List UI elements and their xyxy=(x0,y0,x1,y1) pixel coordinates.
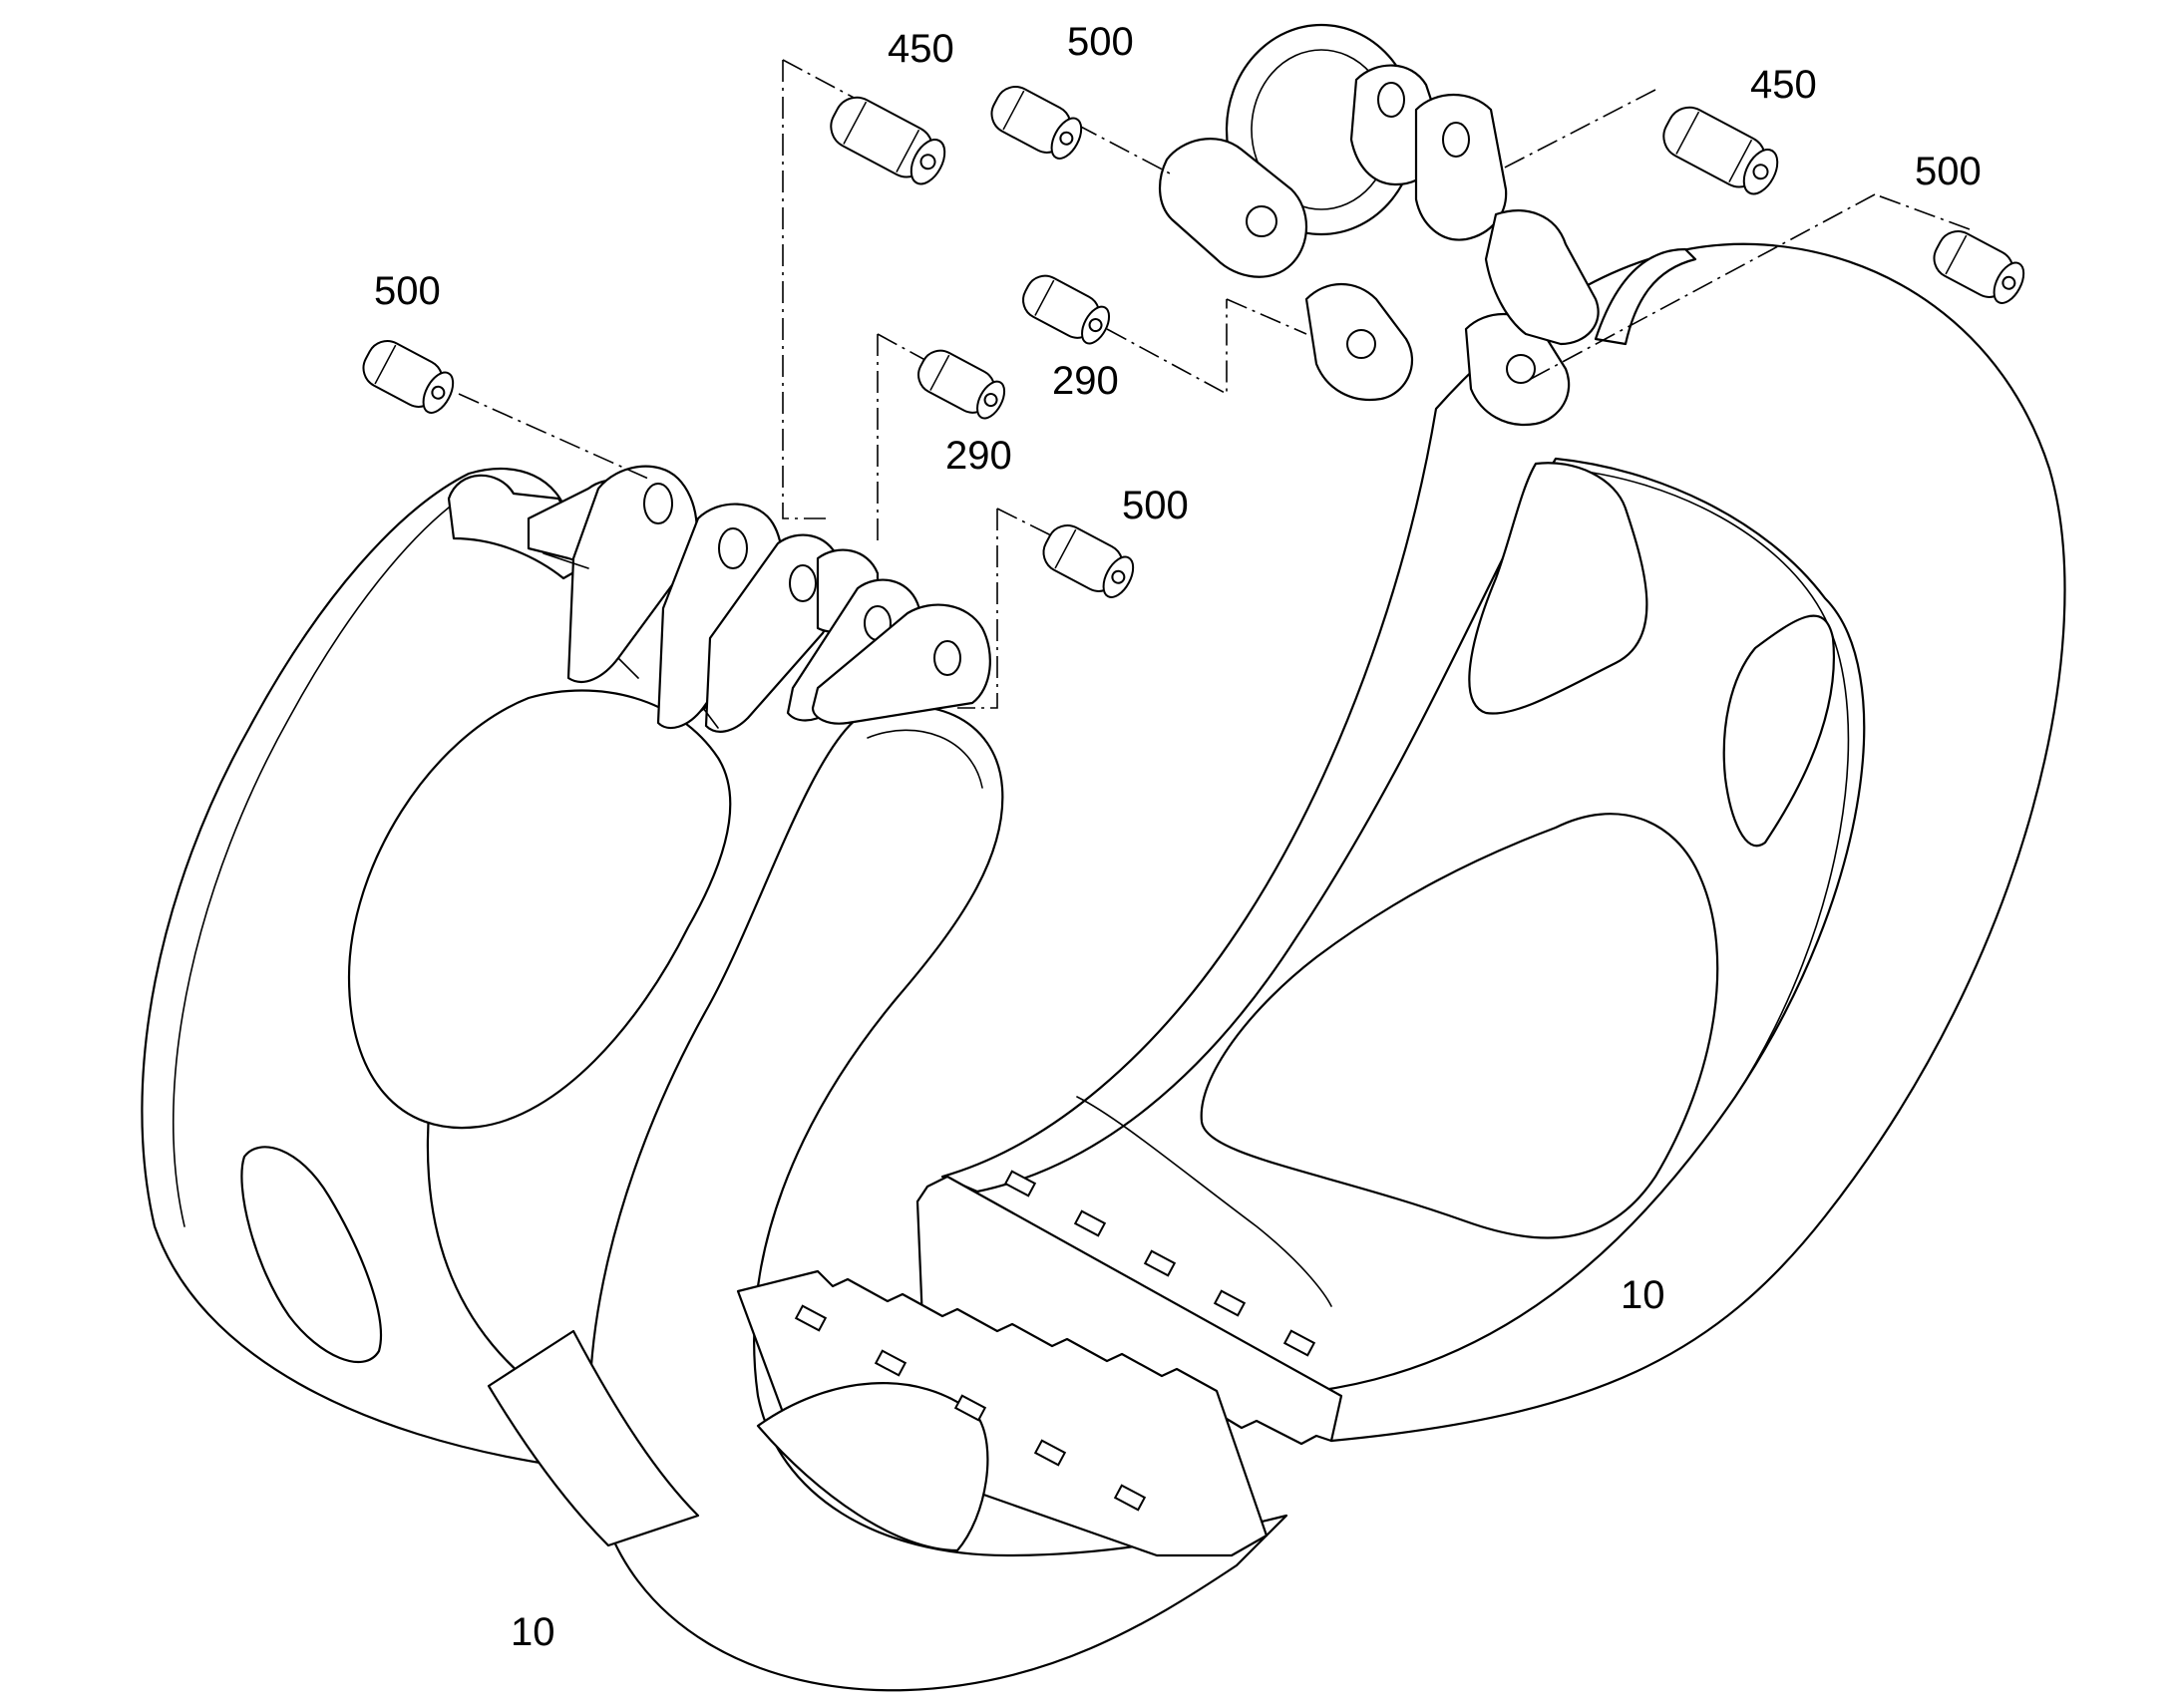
callout-labels: 450 500 450 500 500 290 290 500 10 10 xyxy=(374,20,1982,1654)
label-450-left: 450 xyxy=(888,27,954,71)
pin-450-left xyxy=(830,96,946,185)
left-plate-slots xyxy=(794,1304,1147,1512)
pin-450-right xyxy=(1662,106,1779,195)
label-450-right: 450 xyxy=(1750,63,1817,107)
label-290-upper: 290 xyxy=(1052,359,1119,403)
left-grapple-jaw xyxy=(141,465,1288,1692)
pin-500-left xyxy=(362,340,455,414)
label-500-top: 500 xyxy=(1067,20,1134,64)
right-plate-slots xyxy=(1003,1170,1316,1357)
label-500-left: 500 xyxy=(374,269,441,313)
pin-500-top xyxy=(990,86,1083,160)
label-10-right-jaw: 10 xyxy=(1621,1273,1665,1317)
pin-290-upper xyxy=(1022,274,1111,345)
label-290-lower: 290 xyxy=(945,434,1012,478)
label-10-left-jaw: 10 xyxy=(511,1610,555,1654)
label-500-right: 500 xyxy=(1915,150,1982,193)
pin-500-right xyxy=(1933,230,2025,304)
pin-500-middle xyxy=(1042,524,1135,598)
pin-290-lower xyxy=(917,349,1006,420)
label-500-middle: 500 xyxy=(1122,484,1189,527)
leader-lines xyxy=(458,59,1971,709)
right-grapple-jaw xyxy=(915,23,2066,1446)
